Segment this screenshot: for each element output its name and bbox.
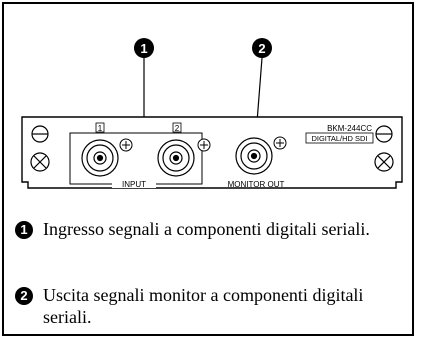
callout-2-badge: 2 <box>252 38 272 58</box>
model-sub-box <box>305 132 374 144</box>
left-screw-top <box>31 125 49 143</box>
input-label: INPUT <box>122 180 146 189</box>
model-label: BKM-244CC <box>327 124 372 133</box>
caption-1-badge: 1 <box>15 218 37 240</box>
monitor-out-label: MONITOR OUT <box>228 180 285 189</box>
caption-1: 1 Ingresso segnali a componenti digitali… <box>15 218 375 240</box>
caption-2-badge: 2 <box>15 284 37 306</box>
input-2-lock-screw <box>197 138 211 152</box>
caption-2: 2 Uscita segnali monitor a componenti di… <box>15 284 375 328</box>
caption-1-text: Ingresso segnali a componenti digitali s… <box>43 219 370 239</box>
left-screw-bottom <box>30 152 50 172</box>
svg-text:2: 2 <box>258 41 265 56</box>
model-sub-label: DIGITAL/HD SDI <box>311 134 367 143</box>
input-1-lock-screw <box>119 138 133 152</box>
right-screw-top <box>375 125 393 143</box>
callout-1-badge: 1 <box>134 38 154 58</box>
right-screw-bottom <box>374 152 394 172</box>
caption-2-text: Uscita segnali monitor a componenti digi… <box>43 285 364 327</box>
input-2-label: 2 <box>172 122 182 133</box>
monitor-out-lock-screw <box>273 136 287 150</box>
svg-text:1: 1 <box>98 124 103 133</box>
input-1-bnc-connector[interactable] <box>81 139 119 177</box>
svg-text:2: 2 <box>175 124 180 133</box>
input-1-label: 1 <box>95 122 105 133</box>
input-2-bnc-connector[interactable] <box>157 139 195 177</box>
monitor-out-bnc-connector[interactable] <box>235 137 273 175</box>
svg-text:1: 1 <box>140 41 147 56</box>
